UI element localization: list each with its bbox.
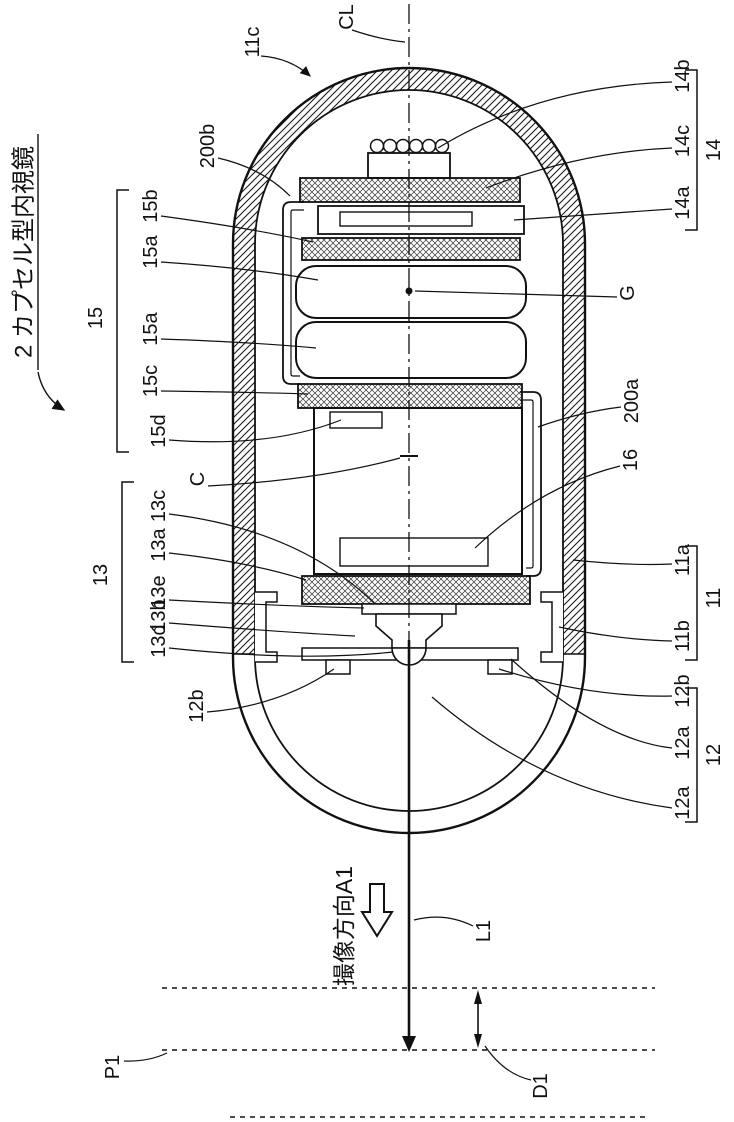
label-d1: D1: [530, 1073, 552, 1099]
label-13d: 13d: [148, 624, 170, 657]
led-12b-right: [487, 659, 513, 675]
label-16: 16: [620, 449, 642, 471]
module-16: [313, 407, 523, 575]
distance-d1-arrow: [474, 990, 482, 1048]
label-13a: 13a: [148, 527, 170, 561]
bracket-14: [685, 69, 698, 231]
reference-labels: CL 11c 200b 15b 15a 15a 15c 15d 15 C 13c…: [85, 4, 725, 1099]
group-brackets: [116, 69, 698, 823]
imaging-axis-arrowhead: [402, 1036, 416, 1052]
board-15b: [301, 237, 521, 261]
label-200a: 200a: [621, 378, 643, 423]
label-15: 15: [85, 307, 107, 329]
label-14b: 14b: [672, 59, 694, 92]
label-12: 12: [703, 744, 725, 766]
retainer-left-11b: [255, 591, 278, 663]
label-l1: L1: [473, 920, 495, 942]
label-15b: 15b: [140, 189, 162, 222]
bracket-12: [685, 687, 698, 823]
board-15c: [297, 383, 523, 409]
battery-lower: [295, 321, 527, 379]
label-14a: 14a: [672, 185, 694, 219]
label-14c: 14c: [672, 125, 694, 157]
title-arrow: [37, 371, 66, 411]
label-p1: P1: [102, 1055, 124, 1079]
label-11b: 11b: [672, 620, 694, 652]
label-c: C: [187, 472, 209, 486]
label-200b: 200b: [197, 124, 219, 169]
label-11: 11: [703, 588, 725, 609]
label-g: G: [617, 285, 639, 301]
label-13b: 13b: [148, 599, 170, 632]
bracket-13: [121, 481, 134, 663]
label-12b-left: 12b: [186, 689, 208, 722]
label-15c: 15c: [140, 365, 162, 397]
figure-title-group: 2 カプセル型内視鏡: [11, 134, 66, 411]
leader-lines: [123, 29, 673, 1081]
label-imaging-direction-a1: 撮像方向A1: [331, 866, 357, 986]
component-15d: [329, 411, 383, 429]
flex-200a: [520, 391, 542, 577]
label-13c: 13c: [148, 490, 170, 522]
retainer-right-11b: [540, 591, 563, 663]
module-16-inner-block: [339, 537, 489, 567]
gravity-center-dot: [405, 287, 413, 295]
label-12a-upper: 12a: [672, 725, 694, 759]
label-14: 14: [703, 139, 725, 161]
holder-14a: [317, 205, 525, 235]
label-11a: 11a: [672, 543, 694, 576]
label-cl: CL: [336, 4, 358, 30]
bracket-15: [116, 189, 129, 453]
label-15a-lower: 15a: [140, 311, 162, 345]
label-12a-lower: 12a: [672, 785, 694, 819]
label-15d: 15d: [148, 414, 170, 447]
board-13a: [301, 575, 531, 605]
label-12b-right: 12b: [672, 674, 694, 707]
object-plane-p1: [162, 987, 655, 1118]
figure-title: 2 カプセル型内視鏡: [11, 146, 38, 358]
board-14c: [299, 177, 521, 203]
flex-200b: [282, 201, 304, 385]
label-13: 13: [90, 564, 112, 586]
label-11c: 11c: [242, 27, 264, 58]
bracket-11: [685, 545, 698, 661]
direction-arrow-a1: [360, 883, 394, 938]
label-13e: 13e: [148, 575, 170, 608]
shell-outer-outline: [231, 66, 587, 835]
label-15a-upper: 15a: [140, 234, 162, 268]
